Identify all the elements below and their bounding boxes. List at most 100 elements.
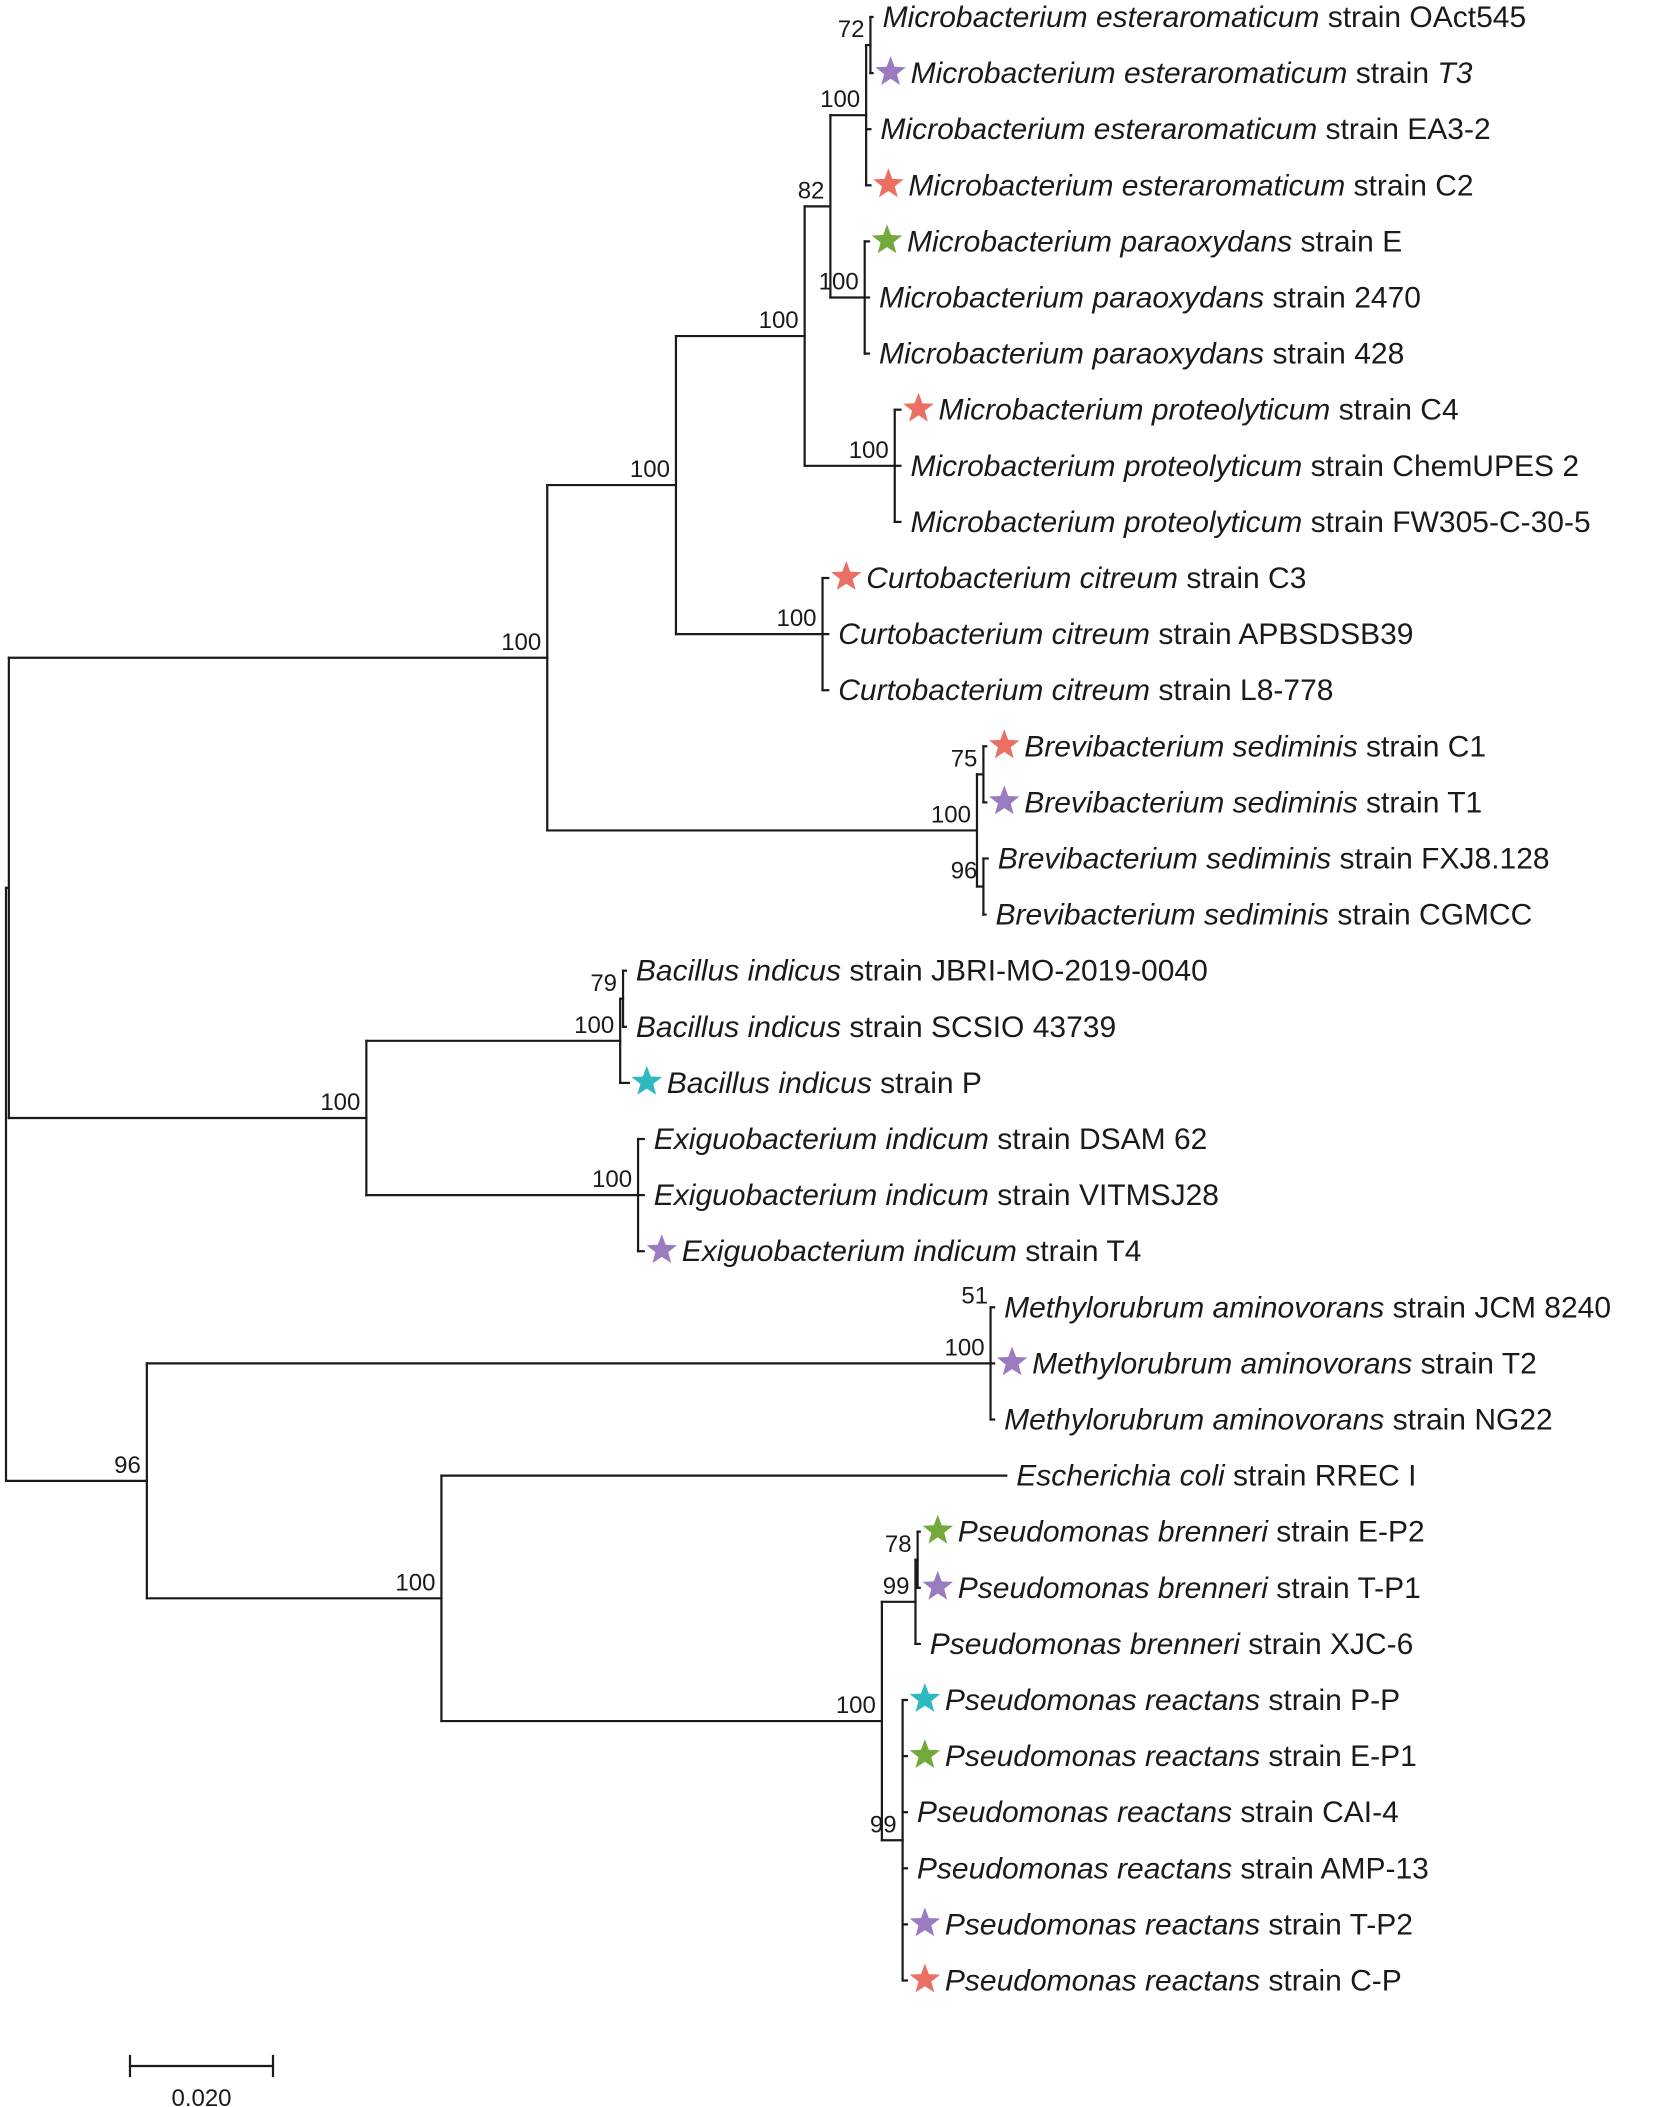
label-gap: strain [1017, 1235, 1107, 1268]
species-name: Escherichia coli [1016, 1460, 1226, 1493]
strain-name: P [962, 1067, 982, 1100]
leaf-label: Bacillus indicus strain P [667, 1067, 982, 1100]
leaf-label: Pseudomonas reactans strain AMP-13 [917, 1852, 1429, 1885]
label-gap: strain [841, 955, 931, 988]
support-value: 100 [395, 1569, 435, 1596]
star-red-icon [909, 1963, 941, 1993]
leaf-label: Pseudomonas reactans strain E-P1 [945, 1740, 1417, 1773]
support-value: 82 [798, 177, 825, 204]
strain-name: SCSIO 43739 [931, 1011, 1116, 1044]
label-gap: strain [1330, 394, 1420, 427]
strain-name: FW305-C-30-5 [1392, 506, 1590, 539]
leaf-label: Microbacterium esteraromaticum strain T3 [911, 57, 1473, 90]
tree-branches [4, 15, 1008, 1982]
species-name: Bacillus indicus [636, 1011, 841, 1044]
label-gap: strain [1240, 1628, 1330, 1661]
label-gap: strain [1384, 1404, 1474, 1437]
species-name: Pseudomonas reactans [945, 1908, 1260, 1941]
strain-name: E-P1 [1350, 1740, 1417, 1773]
species-name: Pseudomonas reactans [917, 1796, 1232, 1829]
support-value: 100 [759, 307, 799, 334]
strain-name: VITMSJ28 [1079, 1179, 1219, 1212]
species-name: Brevibacterium sediminis [1024, 786, 1357, 819]
support-value: 75 [951, 745, 978, 772]
star-red-icon [903, 392, 934, 422]
label-gap: strain [1412, 1347, 1502, 1380]
species-name: Exiguobacterium indicum [654, 1179, 989, 1212]
leaf-label: Bacillus indicus strain SCSIO 43739 [636, 1011, 1116, 1044]
leaf-label: Pseudomonas reactans strain CAI-4 [917, 1796, 1399, 1829]
species-name: Microbacterium esteraromaticum [911, 57, 1348, 90]
label-gap: strain [1292, 225, 1382, 258]
support-value: 100 [931, 801, 971, 828]
label-gap: strain [841, 1011, 931, 1044]
support-value: 100 [945, 1334, 985, 1361]
leaf-label: Bacillus indicus strain JBRI-MO-2019-004… [636, 955, 1208, 988]
label-gap: strain [1302, 506, 1392, 539]
species-name: Microbacterium proteolyticum [938, 394, 1330, 427]
species-name: Pseudomonas reactans [917, 1852, 1232, 1885]
star-red-icon [873, 168, 904, 198]
strain-name: T4 [1106, 1235, 1141, 1268]
species-name: Pseudomonas reactans [945, 1740, 1260, 1773]
species-name: Brevibacterium sediminis [998, 843, 1331, 876]
strain-name: C2 [1435, 169, 1473, 202]
leaf-label: Brevibacterium sediminis strain T1 [1024, 786, 1482, 819]
support-value: 96 [114, 1452, 141, 1479]
support-value: 79 [590, 970, 617, 997]
star-red-icon [831, 561, 862, 590]
label-gap: strain [1319, 1, 1409, 34]
species-name: Exiguobacterium indicum [682, 1235, 1017, 1268]
leaf-label: Curtobacterium citreum strain APBSDSB39 [838, 618, 1413, 651]
species-name: Pseudomonas brenneri [958, 1516, 1270, 1549]
leaf-label: Microbacterium esteraromaticum strain C2 [908, 169, 1473, 202]
strain-name: CGMCC [1419, 899, 1532, 932]
label-gap: strain [1268, 1516, 1358, 1549]
strain-name: T1 [1447, 786, 1482, 819]
support-value: 100 [820, 86, 860, 113]
leaf-label: Microbacterium esteraromaticum strain EA… [880, 113, 1490, 146]
species-name: Microbacterium esteraromaticum [908, 169, 1345, 202]
strain-name: T3 [1437, 57, 1472, 90]
species-name: Pseudomonas brenneri [958, 1572, 1270, 1605]
support-value: 100 [574, 1012, 614, 1039]
label-gap: strain [1225, 1460, 1315, 1493]
star-purple-icon [989, 785, 1020, 815]
leaf-label: Exiguobacterium indicum strain DSAM 62 [654, 1123, 1208, 1156]
strain-name: 2470 [1354, 282, 1421, 315]
strain-name: RREC I [1315, 1460, 1417, 1493]
label-gap: strain [1358, 730, 1448, 763]
strain-name: AMP-13 [1320, 1852, 1428, 1885]
species-name: Microbacterium paraoxydans [907, 225, 1292, 258]
star-green-icon [871, 224, 903, 254]
support-value: 100 [836, 1692, 876, 1719]
support-value: 96 [951, 858, 978, 885]
support-values: 7210010082100100100100759610010079100100… [114, 16, 988, 1838]
leaf-label: Microbacterium paraoxydans strain E [907, 225, 1402, 258]
species-name: Methylorubrum aminovorans [1004, 1291, 1384, 1324]
strain-name: C3 [1268, 562, 1306, 595]
species-name: Bacillus indicus [636, 955, 841, 988]
strain-name: XJC-6 [1330, 1628, 1413, 1661]
label-gap: strain [1331, 843, 1421, 876]
strain-name: T-P2 [1350, 1908, 1413, 1941]
species-name: Brevibacterium sediminis [1024, 730, 1357, 763]
leaf-label: Pseudomonas reactans strain C-P [945, 1965, 1402, 1998]
support-value: 78 [885, 1531, 912, 1558]
species-name: Bacillus indicus [667, 1067, 872, 1100]
species-name: Pseudomonas reactans [945, 1684, 1260, 1717]
label-gap: strain [1232, 1852, 1320, 1885]
strain-name: L8-778 [1240, 674, 1333, 707]
strain-name: T-P1 [1357, 1572, 1420, 1605]
strain-name: CAI-4 [1322, 1796, 1399, 1829]
label-gap: strain [1384, 1291, 1474, 1324]
species-name: Pseudomonas brenneri [930, 1628, 1242, 1661]
strain-name: E [1382, 225, 1402, 258]
species-name: Microbacterium paraoxydans [879, 282, 1264, 315]
species-name: Pseudomonas reactans [945, 1965, 1260, 1998]
label-gap: strain [1260, 1908, 1350, 1941]
species-name: Methylorubrum aminovorans [1004, 1404, 1384, 1437]
label-gap: strain [1358, 786, 1448, 819]
scale-bar: 0.020 [128, 2054, 275, 2107]
